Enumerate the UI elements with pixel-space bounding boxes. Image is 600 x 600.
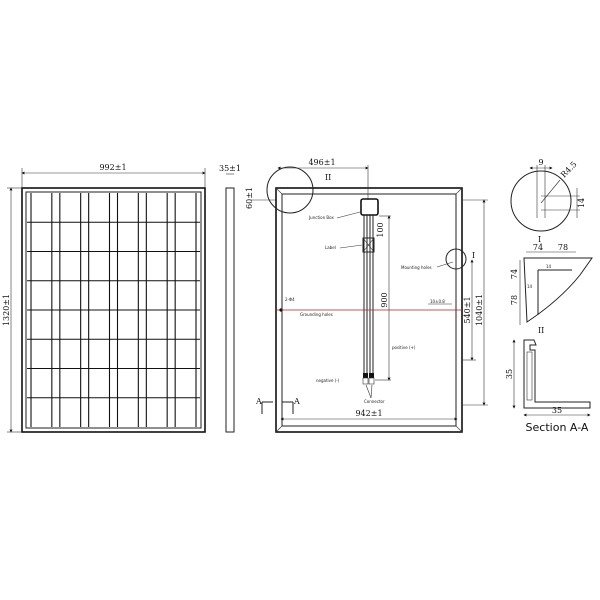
detail-I-marker: I: [472, 251, 475, 260]
offset-dimension: 60±1: [245, 187, 254, 209]
detail-II-dim-b: 78: [558, 243, 568, 252]
detail-I-circle: [445, 248, 467, 270]
box-dimension: 100: [376, 222, 385, 237]
grounding-holes-label: Grounding holes: [300, 312, 333, 317]
connector-label: Connector: [364, 399, 385, 404]
section-height: 35: [505, 369, 514, 379]
cell-grid: [27, 193, 200, 427]
detail-II-dim-f: 14: [527, 284, 533, 289]
hole-dimension: 2-Φ4: [285, 297, 295, 302]
detail-II-label: II: [538, 326, 544, 335]
detail-I-label: I: [538, 235, 541, 244]
section-marker-right: A: [293, 397, 300, 406]
rear-view: II 496±1 Junction Box Label Connector ne…: [255, 158, 488, 433]
inner-spacing-dimension: 540±1: [463, 296, 472, 323]
outer-spacing-dimension: 1040±1: [475, 294, 484, 326]
negative-label: negative (-): [316, 378, 340, 383]
junction-box-label: Junction Box: [308, 215, 334, 220]
section-title: Section A-A: [526, 421, 589, 434]
top-offset-dimension: 496±1: [308, 158, 335, 167]
side-view: 35±1 60±1: [219, 164, 276, 433]
bottom-width-dimension: 942±1: [355, 409, 382, 418]
detail-I-height: 14: [577, 198, 586, 208]
thickness-dimension: 35±1: [219, 164, 241, 173]
detail-II-circle: [266, 166, 314, 214]
detail-II-dim-c: 74: [510, 269, 519, 279]
width-dimension: 992±1: [99, 163, 126, 172]
front-frame: [21, 187, 206, 433]
negative-connector: [363, 373, 368, 378]
section-marker-left: A: [255, 397, 262, 406]
front-view: 992±1 1320±1: [2, 163, 206, 433]
junction-box: [360, 198, 379, 216]
section-a-a: 35 35 Section A-A: [505, 339, 591, 434]
label-plate: [362, 237, 375, 253]
detail-II-dim-d: 78: [510, 295, 519, 305]
detail-II-dim-e: 14: [546, 264, 552, 269]
slot-dimension: 10±0.8: [430, 299, 445, 304]
positive-label: positive (+): [392, 345, 416, 350]
height-dimension: 1320±1: [2, 294, 11, 326]
label-label: Label: [325, 245, 336, 250]
detail-I-width: 9: [538, 158, 543, 167]
detail-II: 74 78 74 78 14 14 II: [510, 243, 593, 335]
cable-length-dimension: 900: [380, 292, 389, 307]
detail-I-radius: R4.5: [559, 160, 579, 180]
detail-I: 9 R4.5 14 I: [510, 158, 586, 244]
mounting-holes-label: Mounting holes: [401, 265, 432, 270]
positive-connector: [369, 373, 374, 378]
detail-II-marker: II: [325, 173, 331, 182]
detail-II-dim-a: 74: [533, 243, 543, 252]
section-width: 35: [552, 406, 562, 415]
